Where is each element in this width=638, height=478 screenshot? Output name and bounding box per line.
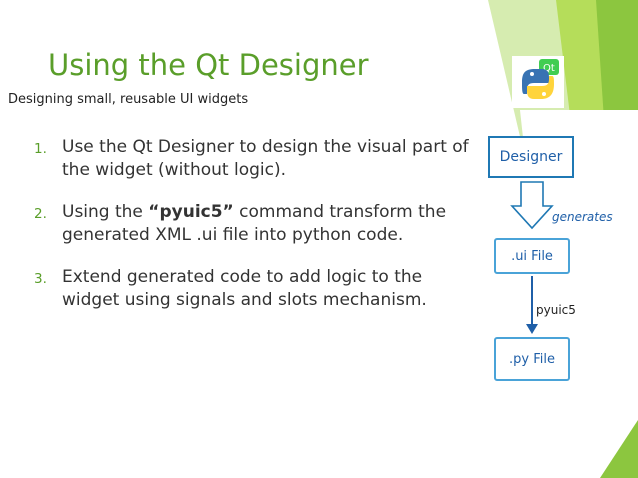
python-yellow-half <box>527 76 554 99</box>
deco-corner-shape <box>600 420 638 478</box>
step-number: 2. <box>34 206 47 222</box>
designer-box: Designer <box>488 136 574 178</box>
python-blue-half <box>522 69 549 94</box>
step-text-before: Using the <box>62 202 149 222</box>
generates-arrow <box>510 181 554 230</box>
step-text: Extend generated code to add logic to th… <box>62 267 427 310</box>
steps-list: 1. Use the Qt Designer to design the vis… <box>34 136 474 331</box>
generates-label: generates <box>552 210 613 224</box>
qt-badge-text: Qt <box>543 63 555 74</box>
conversion-diagram: Designer generates .ui File pyuic5 .py F… <box>470 120 638 400</box>
step-text: Using the “pyuic5” command transform the… <box>62 201 474 247</box>
slide-title: Using the Qt Designer <box>48 48 369 82</box>
ui-file-box: .ui File <box>494 238 570 274</box>
diagram-arrows <box>510 181 554 334</box>
command-emphasis: “pyuic5” <box>148 202 234 222</box>
step-text-after: command transform the generated XML .ui … <box>62 202 447 245</box>
slide-subtitle: Designing small, reusable UI widgets <box>8 92 249 107</box>
list-item: 1. Use the Qt Designer to design the vis… <box>34 136 474 182</box>
pyuic-arrow-head <box>526 324 538 334</box>
step-number: 1. <box>34 141 47 157</box>
step-text: Use the Qt Designer to design the visual… <box>62 137 469 180</box>
pyuic-label: pyuic5 <box>536 303 576 317</box>
list-item: 2. Using the “pyuic5” command transform … <box>34 201 474 247</box>
step-number: 3. <box>34 271 47 287</box>
python-qt-logo-icon: Qt <box>512 56 564 108</box>
py-file-box: .py File <box>494 337 570 381</box>
deco-white-panel <box>520 110 638 478</box>
list-item: 3. Extend generated code to add logic to… <box>34 266 474 312</box>
